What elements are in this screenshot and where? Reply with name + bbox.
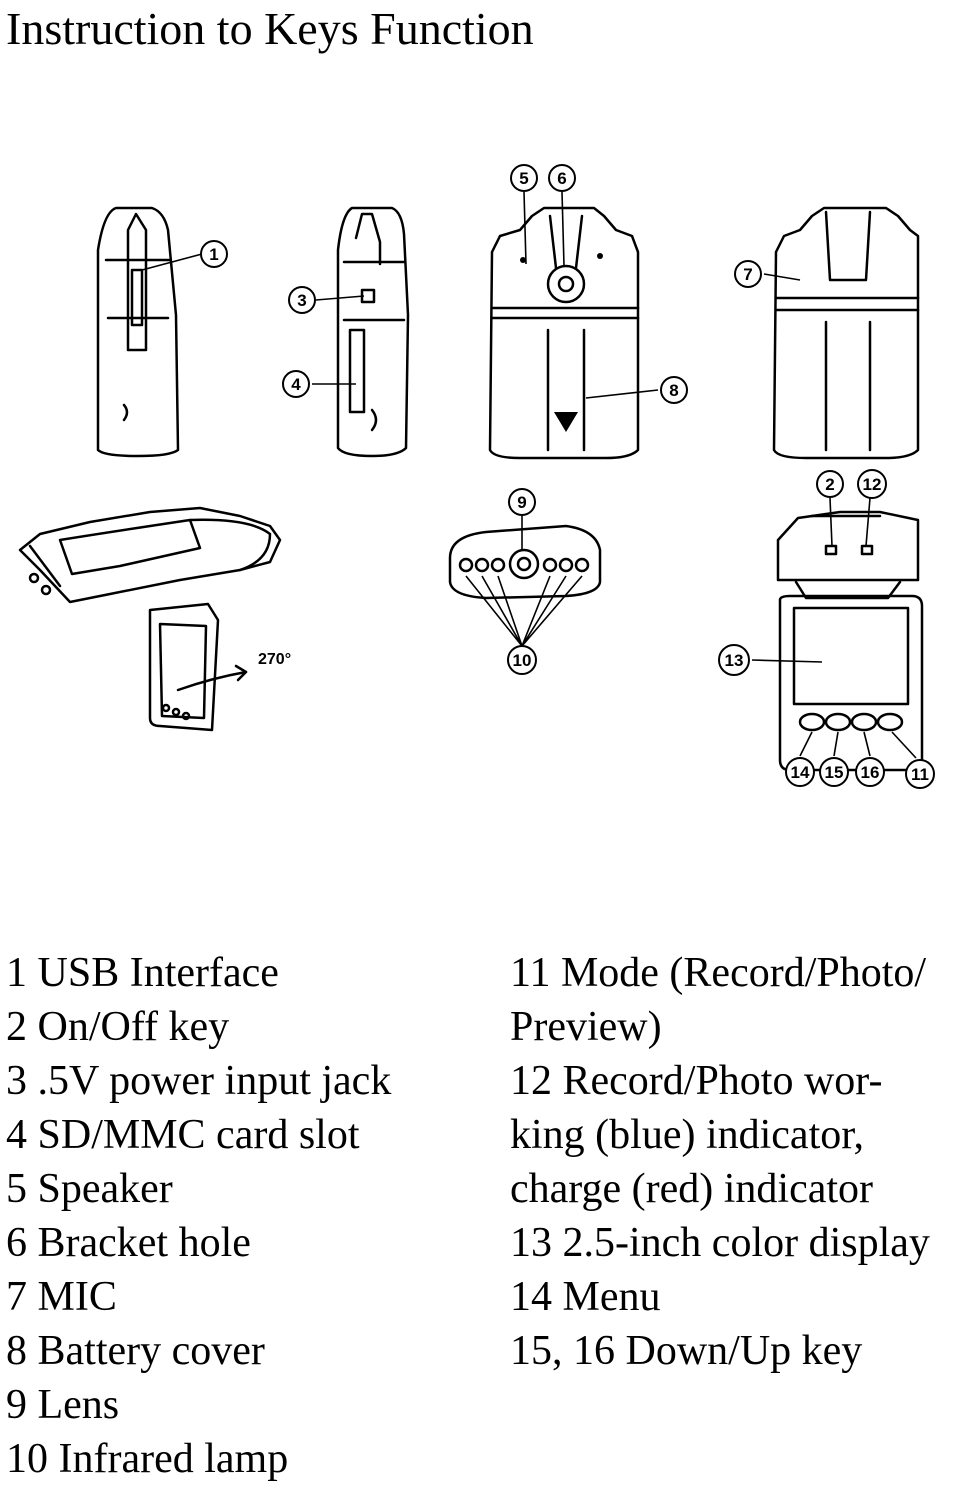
callout-11: 11 (905, 759, 935, 789)
legend-item: 2 On/Off key (6, 1004, 230, 1050)
svg-text:9: 9 (517, 493, 526, 512)
svg-text:11: 11 (911, 765, 929, 784)
callout-markers: 1 3 4 5 6 7 8 9 (200, 164, 935, 789)
screen-view-drawing (776, 510, 924, 772)
callout-4: 4 (282, 370, 310, 398)
legend-item: 7 MIC (6, 1274, 117, 1320)
callout-15: 15 (819, 757, 849, 787)
callout-3: 3 (288, 286, 316, 314)
lens-view-drawing (448, 524, 602, 600)
legend-item: king (blue) indicator, (510, 1112, 865, 1158)
legend-item: charge (red) indicator (510, 1166, 874, 1212)
legend-item: 4 SD/MMC card slot (6, 1112, 360, 1158)
svg-text:10: 10 (513, 651, 532, 670)
legend-item: 8 Battery cover (6, 1328, 265, 1374)
callout-1: 1 (200, 240, 228, 268)
legend-item: 10 Infrared lamp (6, 1436, 289, 1482)
svg-text:13: 13 (725, 651, 744, 670)
page-title: Instruction to Keys Function (6, 3, 534, 54)
legend-item: 12 Record/Photo wor- (510, 1058, 883, 1104)
svg-text:8: 8 (669, 381, 678, 400)
legend-item: 14 Menu (510, 1274, 661, 1320)
svg-text:3: 3 (297, 291, 306, 310)
svg-text:16: 16 (861, 763, 880, 782)
svg-text:14: 14 (791, 763, 810, 782)
legend-item: 15, 16 Down/Up key (510, 1328, 863, 1374)
svg-text:1: 1 (209, 245, 218, 264)
legend-item: 13 2.5-inch color display (510, 1220, 930, 1266)
svg-text:15: 15 (825, 763, 844, 782)
side-view-right-drawing (336, 206, 410, 458)
leader-lines (141, 191, 917, 759)
callout-13: 13 (718, 644, 750, 676)
callout-5: 5 (510, 164, 538, 192)
legend-left-column: 1 USB Interface 2 On/Off key 3 .5V power… (6, 946, 391, 1486)
callout-8: 8 (660, 376, 688, 404)
perspective-view-drawing (18, 506, 282, 732)
legend-item: Preview) (510, 1004, 662, 1050)
svg-text:7: 7 (743, 265, 752, 284)
legend-item: 5 Speaker (6, 1166, 173, 1212)
rotation-label: 270° (258, 651, 291, 668)
legend-item: 9 Lens (6, 1382, 120, 1428)
callout-16: 16 (855, 757, 885, 787)
callout-2: 2 (816, 470, 844, 498)
legend-item: 6 Bracket hole (6, 1220, 251, 1266)
callout-10: 10 (507, 645, 537, 675)
legend-item: 3 .5V power input jack (6, 1058, 392, 1104)
callout-7: 7 (734, 260, 762, 288)
svg-text:5: 5 (519, 169, 528, 188)
legend-right-column: 11 Mode (Record/Photo/ Preview) 12 Recor… (510, 946, 930, 1378)
device-diagram: 1 3 4 5 6 7 8 9 (18, 164, 935, 789)
legend-item: 1 USB Interface (6, 950, 279, 996)
legend-item: 11 Mode (Record/Photo/ (510, 950, 927, 996)
callout-14: 14 (785, 757, 815, 787)
back-view-drawing (488, 206, 640, 460)
svg-text:12: 12 (863, 475, 882, 494)
svg-text:6: 6 (557, 169, 566, 188)
svg-text:4: 4 (291, 375, 301, 394)
callout-6: 6 (548, 164, 576, 192)
svg-text:2: 2 (825, 475, 834, 494)
callout-12: 12 (857, 469, 887, 499)
side-view-left-drawing (96, 206, 180, 458)
front-view-drawing (772, 206, 920, 460)
callout-9: 9 (508, 488, 536, 516)
